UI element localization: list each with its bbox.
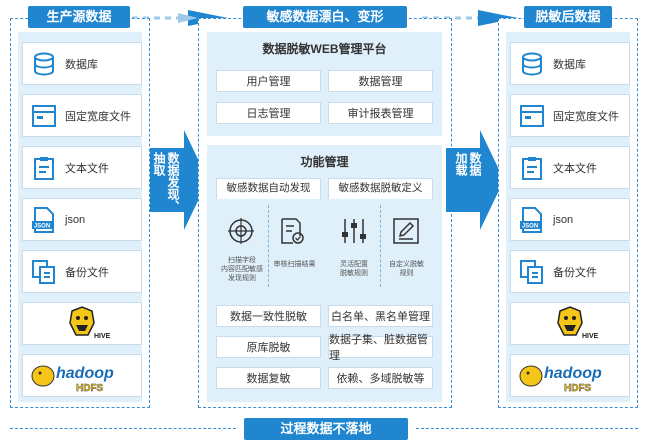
hive-logo: HIVE — [557, 305, 599, 340]
in-place-mask-button[interactable]: 原库脱敏 — [216, 336, 321, 358]
source-item-text: 文本文件 — [22, 146, 142, 189]
middle-title: 敏感数据漂白、变形 — [243, 6, 407, 28]
arrow-right-col2: 数据 — [468, 152, 482, 176]
arrow-right-col1: 加载 — [454, 152, 468, 176]
consistency-mask-button[interactable]: 数据一致性脱敏 — [216, 305, 321, 327]
clipboard-icon — [23, 146, 65, 189]
source-item-database: 数据库 — [22, 42, 142, 85]
source-item-label: 固定宽度文件 — [65, 110, 131, 123]
target-item-text: 文本文件 — [510, 146, 630, 189]
log-management-button[interactable]: 日志管理 — [216, 102, 321, 124]
database-icon — [511, 42, 553, 85]
divider — [380, 205, 381, 287]
source-item-backup: 备份文件 — [22, 250, 142, 293]
svg-text:hadoop: hadoop — [56, 365, 114, 382]
data-management-button[interactable]: 数据管理 — [328, 70, 433, 92]
database-icon — [23, 42, 65, 85]
dependency-multidomain-button[interactable]: 依赖、多域脱敏等 — [328, 367, 433, 389]
copy-icon — [511, 250, 553, 293]
svg-text:JSON: JSON — [34, 223, 50, 229]
source-title: 生产源数据 — [28, 6, 130, 28]
target-item-json: JSON json — [510, 198, 630, 241]
auto-discovery-title: 敏感数据自动发现 — [226, 182, 311, 194]
copy-icon — [23, 250, 65, 293]
target-item-label: 固定宽度文件 — [553, 110, 619, 123]
divider — [268, 205, 269, 287]
svg-text:JSON: JSON — [522, 223, 538, 229]
source-item-label: json — [65, 213, 86, 226]
source-item-hive: HIVE — [22, 302, 142, 345]
hadoop-hdfs-logo: hadoop HDFS — [519, 365, 602, 394]
footer-line-right — [416, 428, 638, 429]
target-item-database: 数据库 — [510, 42, 630, 85]
hive-logo: HIVE — [69, 305, 111, 340]
sliders-icon — [342, 219, 366, 243]
subset-dirty-data-button[interactable]: 数据子集、脏数据管理 — [328, 334, 433, 362]
custom-rule-text: 自定义脱敏 规则 — [389, 261, 424, 277]
source-item-label: 备份文件 — [65, 266, 109, 279]
window-icon — [511, 94, 553, 137]
target-item-hadoop: hadoop HDFS — [510, 354, 630, 397]
window-icon — [23, 94, 65, 137]
review-scan-text: 审核扫描结果 — [273, 261, 316, 268]
whitelist-blacklist-button[interactable]: 白名单、黑名单管理 — [328, 305, 433, 327]
footer-label: 过程数据不落地 — [244, 418, 408, 440]
svg-text:HDFS: HDFS — [76, 383, 104, 394]
hadoop-hdfs-logo: hadoop HDFS — [31, 365, 114, 394]
target-item-fixed-width: 固定宽度文件 — [510, 94, 630, 137]
source-item-label: 文本文件 — [65, 162, 109, 175]
svg-text:HDFS: HDFS — [564, 383, 592, 394]
document-check-icon — [281, 218, 304, 244]
target-item-label: json — [553, 213, 574, 226]
rule-define-title: 敏感数据脱敏定义 — [338, 182, 423, 194]
target-item-backup: 备份文件 — [510, 250, 630, 293]
target-icon — [228, 218, 254, 244]
target-item-label: 数据库 — [553, 58, 586, 71]
data-remask-button[interactable]: 数据复敏 — [216, 367, 321, 389]
target-item-hive: HIVE — [510, 302, 630, 345]
target-item-label: 文本文件 — [553, 162, 597, 175]
scan-field-text: 扫描字段 内容匹配敏感 发现规则 — [221, 257, 263, 282]
user-management-button[interactable]: 用户管理 — [216, 70, 321, 92]
source-list: 数据库 固定宽度文件 文本文件 JSON json 备份文件 HIVE — [22, 42, 142, 398]
source-item-hadoop: hadoop HDFS — [22, 354, 142, 397]
source-item-json: JSON json — [22, 198, 142, 241]
footer-line-left — [10, 428, 236, 429]
arrow-left-col2: 数据发现、 — [166, 152, 180, 212]
functions-title: 功能管理 — [300, 155, 349, 169]
platform-title: 数据脱敏WEB管理平台 — [262, 42, 387, 56]
arrow-left-col1: 抽取 — [152, 152, 166, 176]
source-item-label: 数据库 — [65, 58, 98, 71]
target-item-label: 备份文件 — [553, 266, 597, 279]
audit-report-button[interactable]: 审计报表管理 — [328, 102, 433, 124]
source-item-fixed-width: 固定宽度文件 — [22, 94, 142, 137]
load-arrow — [446, 130, 504, 230]
extract-arrow — [150, 130, 208, 230]
svg-text:hadoop: hadoop — [544, 365, 602, 382]
json-file-icon: JSON — [23, 198, 65, 241]
json-file-icon: JSON — [511, 198, 553, 241]
clipboard-icon — [511, 146, 553, 189]
flexible-config-text: 灵活配置 脱敏规则 — [340, 261, 368, 277]
edit-icon — [393, 218, 419, 244]
target-list: 数据库 固定宽度文件 文本文件 JSON json 备份文件 HIVE — [510, 42, 630, 398]
target-title: 脱敏后数据 — [524, 6, 612, 28]
svg-text:HIVE: HIVE — [582, 333, 599, 340]
svg-text:HIVE: HIVE — [94, 333, 111, 340]
